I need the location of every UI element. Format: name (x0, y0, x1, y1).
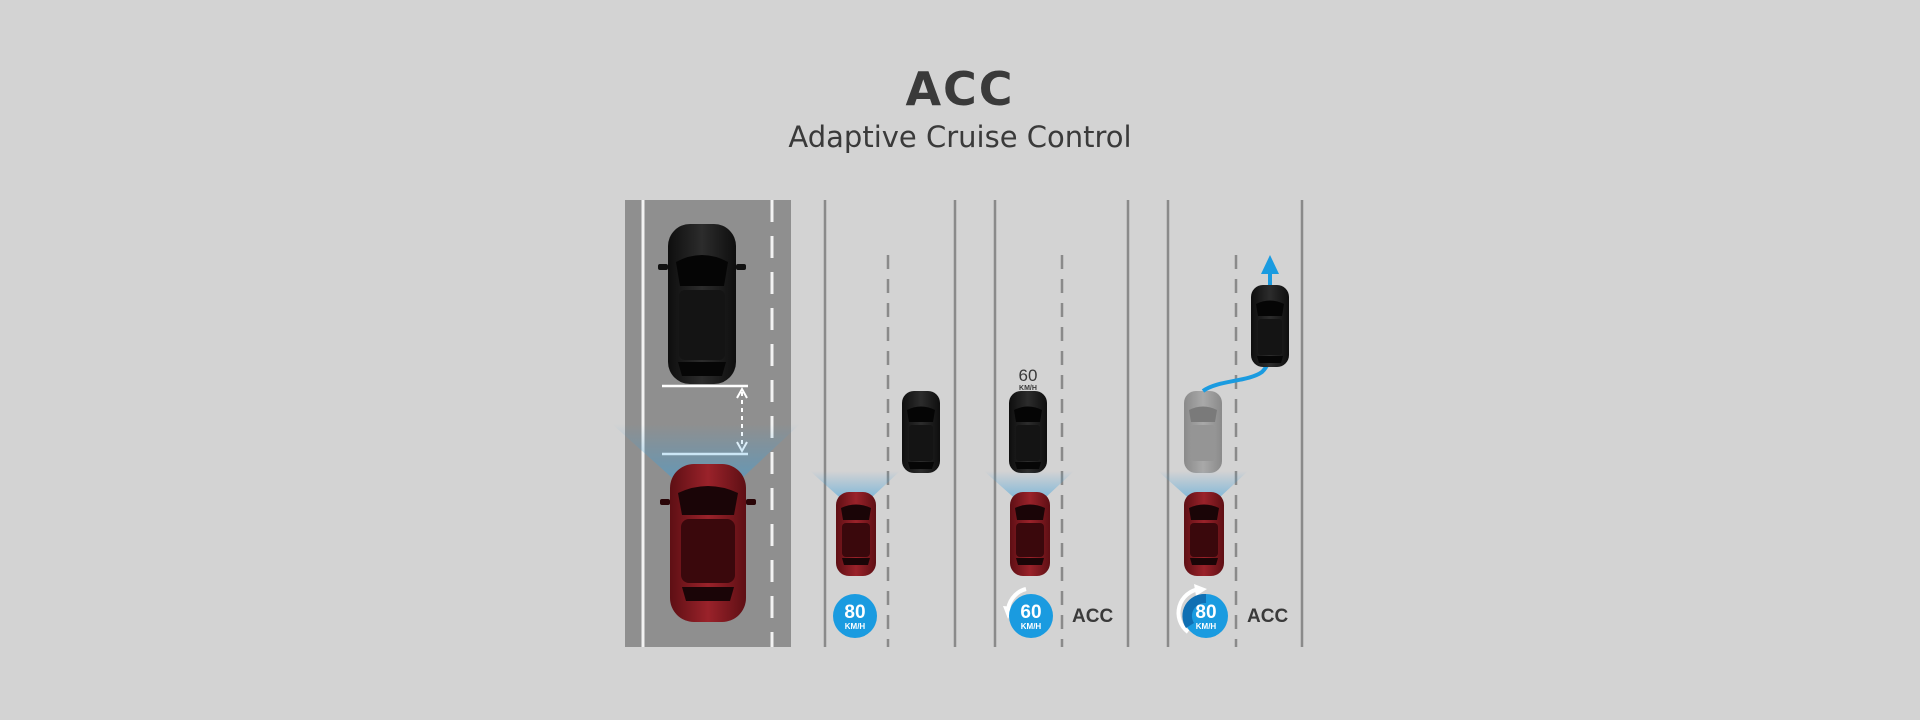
set-speed-unit: KM/H (1196, 622, 1217, 631)
lead-car (1251, 285, 1289, 367)
ego-car (1184, 492, 1224, 576)
lead-car (1009, 391, 1047, 473)
set-speed-value: 80 (1195, 602, 1216, 623)
lead-car-speed-unit: KM/H (1019, 385, 1037, 392)
radar-beam (810, 471, 900, 512)
set-speed-unit: KM/H (1021, 622, 1042, 631)
accelerate-arrow-icon (1176, 584, 1207, 634)
lead-car-speed-value: 60 (1019, 366, 1038, 385)
radar-beam (984, 471, 1074, 512)
set-speed-badge: 80 KM/H (833, 594, 877, 638)
set-speed-badge: 80 KM/H (1182, 593, 1228, 638)
ego-car (1010, 492, 1050, 576)
set-speed-value: 60 (1020, 602, 1041, 623)
lead-car-previous-position (1184, 391, 1222, 473)
page-title: ACC (905, 62, 1015, 116)
panel-set-speed: 80 KM/H (810, 200, 957, 647)
ego-car (660, 464, 756, 622)
lead-car (902, 391, 940, 473)
set-speed-unit: KM/H (845, 622, 866, 631)
page-subtitle: Adaptive Cruise Control (788, 120, 1132, 154)
radar-beam (1158, 471, 1248, 512)
panel-slow-down: 60 KM/H 60 KM/H ACC (984, 200, 1130, 647)
acc-mode-label: ACC (1247, 606, 1288, 627)
panel-resume: 80 KM/H ACC (1158, 200, 1304, 647)
acc-mode-label: ACC (1072, 606, 1113, 627)
set-speed-badge: 60 KM/H (1009, 594, 1053, 638)
arrow-up-icon (1261, 255, 1279, 274)
panel-following-distance (612, 200, 800, 647)
lead-car (658, 224, 746, 384)
ego-car (836, 492, 876, 576)
set-speed-value: 80 (844, 602, 865, 623)
